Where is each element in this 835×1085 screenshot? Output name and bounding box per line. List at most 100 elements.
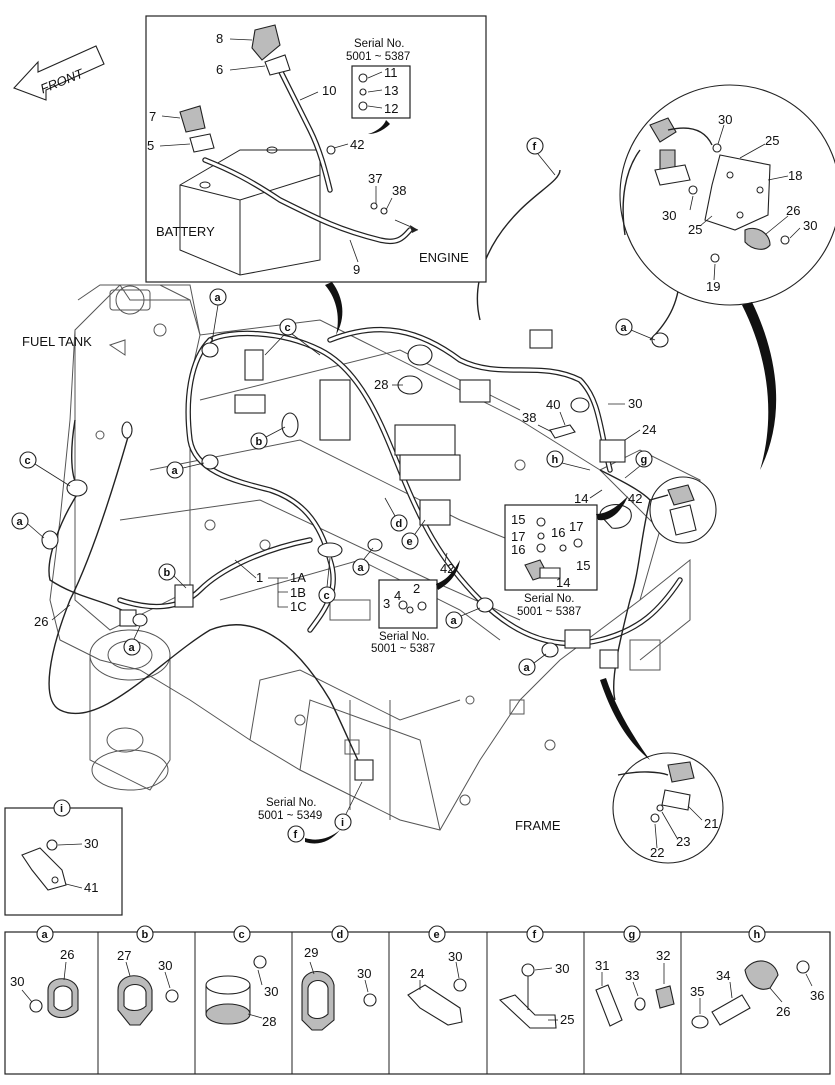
marker-f-bottom: f <box>287 825 340 844</box>
callout-24: 24 <box>642 422 656 437</box>
legend-e-30: 30 <box>448 949 462 964</box>
battery-inset: BATTERY ENGINE 8 6 7 5 10 42 37 38 9 11 … <box>145 15 487 283</box>
callout-17-b: 17 <box>569 519 583 534</box>
callout-8: 8 <box>216 31 223 46</box>
legend-h: h 34 35 26 36 <box>690 925 824 1029</box>
swoosh-bottom-right <box>600 678 650 760</box>
svg-text:h: h <box>552 454 559 466</box>
callout-19: 19 <box>706 279 720 294</box>
callout-11: 11 <box>384 65 398 80</box>
svg-text:f: f <box>533 929 537 941</box>
callout-12: 12 <box>384 101 398 116</box>
frame-label: FRAME <box>515 818 561 833</box>
svg-text:c: c <box>25 455 31 467</box>
legend-c-30: 30 <box>264 984 278 999</box>
fuel-tank-label: FUEL TANK <box>22 334 92 349</box>
callout-1C: 1C <box>290 599 307 614</box>
svg-text:a: a <box>129 642 136 654</box>
callout-30-detail: 30 <box>718 112 732 127</box>
svg-text:b: b <box>164 567 171 579</box>
callout-1B: 1B <box>290 585 306 600</box>
svg-text:c: c <box>285 322 291 334</box>
marker-g: g <box>624 450 653 479</box>
battery-label: BATTERY <box>156 224 215 239</box>
detail-circle-bracket: 30 25 18 26 30 30 25 19 <box>619 84 835 306</box>
marker-a-8: a <box>518 653 547 676</box>
swoosh-sensor <box>596 496 628 521</box>
detail-circle-connector <box>649 476 717 544</box>
serial-box-screws: 3 4 2 <box>378 579 438 629</box>
callout-25-top: 25 <box>765 133 779 148</box>
engine-label: ENGINE <box>419 250 469 265</box>
serial-3-range: 5001 ~ 5387 <box>371 643 435 655</box>
marker-a-3: a <box>166 461 205 479</box>
callout-6: 6 <box>216 62 223 77</box>
marker-c-1: c <box>264 318 321 356</box>
svg-text:a: a <box>215 292 222 304</box>
marker-a-1: a <box>209 288 227 343</box>
callout-7: 7 <box>149 109 156 124</box>
callout-14-main: 14 <box>574 491 588 506</box>
mount-bracket-18 <box>704 154 771 231</box>
marker-a-2: a <box>615 318 656 341</box>
serial-4-title: Serial No. <box>266 797 317 809</box>
serial-1-range: 5001 ~ 5387 <box>346 51 410 63</box>
legend-c: c 30 28 <box>205 925 278 1029</box>
callout-42-battery: 42 <box>350 137 364 152</box>
legend-e: e 30 24 <box>407 925 467 1026</box>
callout-16-b: 16 <box>551 525 565 540</box>
legend-h-26: 26 <box>776 1004 790 1019</box>
detail-i-letter: i <box>60 803 63 815</box>
marker-b-1: b <box>250 426 286 450</box>
legend-h-36: 36 <box>810 988 824 1003</box>
legend-b-27: 27 <box>117 948 131 963</box>
callout-17-a: 17 <box>511 529 525 544</box>
legend-d-30: 30 <box>357 966 371 981</box>
legend-g: g 31 33 32 <box>595 925 675 1027</box>
svg-text:g: g <box>629 929 636 941</box>
svg-text:g: g <box>641 454 648 466</box>
svg-text:f: f <box>294 829 298 841</box>
callout-2: 2 <box>413 581 420 596</box>
callout-9: 9 <box>353 262 360 277</box>
marker-b-2: b <box>158 563 187 589</box>
svg-text:f: f <box>533 141 537 153</box>
legend-d: d 29 30 <box>301 925 377 1031</box>
fuse-block-left <box>319 379 351 441</box>
legend-h-34: 34 <box>716 968 730 983</box>
callout-1: 1 <box>256 570 263 585</box>
svg-text:c: c <box>239 929 245 941</box>
callout-3: 3 <box>383 596 390 611</box>
marker-e: e <box>401 519 426 550</box>
callout-25-low: 25 <box>688 222 702 237</box>
legend-d-29: 29 <box>304 945 318 960</box>
terminal-cover-7 <box>179 105 206 133</box>
marker-i-main: i <box>334 781 363 831</box>
callout-30-left: 30 <box>662 208 676 223</box>
svg-text:a: a <box>621 322 628 334</box>
marker-d: d <box>384 497 408 532</box>
serial-2-title: Serial No. <box>524 593 575 605</box>
callout-5: 5 <box>147 138 154 153</box>
svg-text:e: e <box>407 536 413 548</box>
callout-38-battery: 38 <box>392 183 406 198</box>
front-arrow: FRONT <box>13 45 105 101</box>
marker-c-3: c <box>318 557 336 604</box>
marker-a-6: a <box>123 625 141 656</box>
letter-markers: a c f a b a c a h g d e b a c a a a i f <box>11 137 656 844</box>
serial-2-range: 5001 ~ 5387 <box>517 606 581 618</box>
serial-box-sensor: 15 17 16 16 17 15 14 <box>504 504 598 591</box>
callout-28: 28 <box>374 377 388 392</box>
legend-a-30: 30 <box>10 974 24 989</box>
callout-37: 37 <box>368 171 382 186</box>
callout-4: 4 <box>394 588 401 603</box>
swoosh-screws <box>436 560 460 590</box>
legend-c-28: 28 <box>262 1014 276 1029</box>
svg-text:i: i <box>341 817 344 829</box>
legend-g-32: 32 <box>656 948 670 963</box>
swoosh-battery <box>325 282 343 335</box>
callout-15-b: 15 <box>576 558 590 573</box>
svg-text:e: e <box>434 929 440 941</box>
